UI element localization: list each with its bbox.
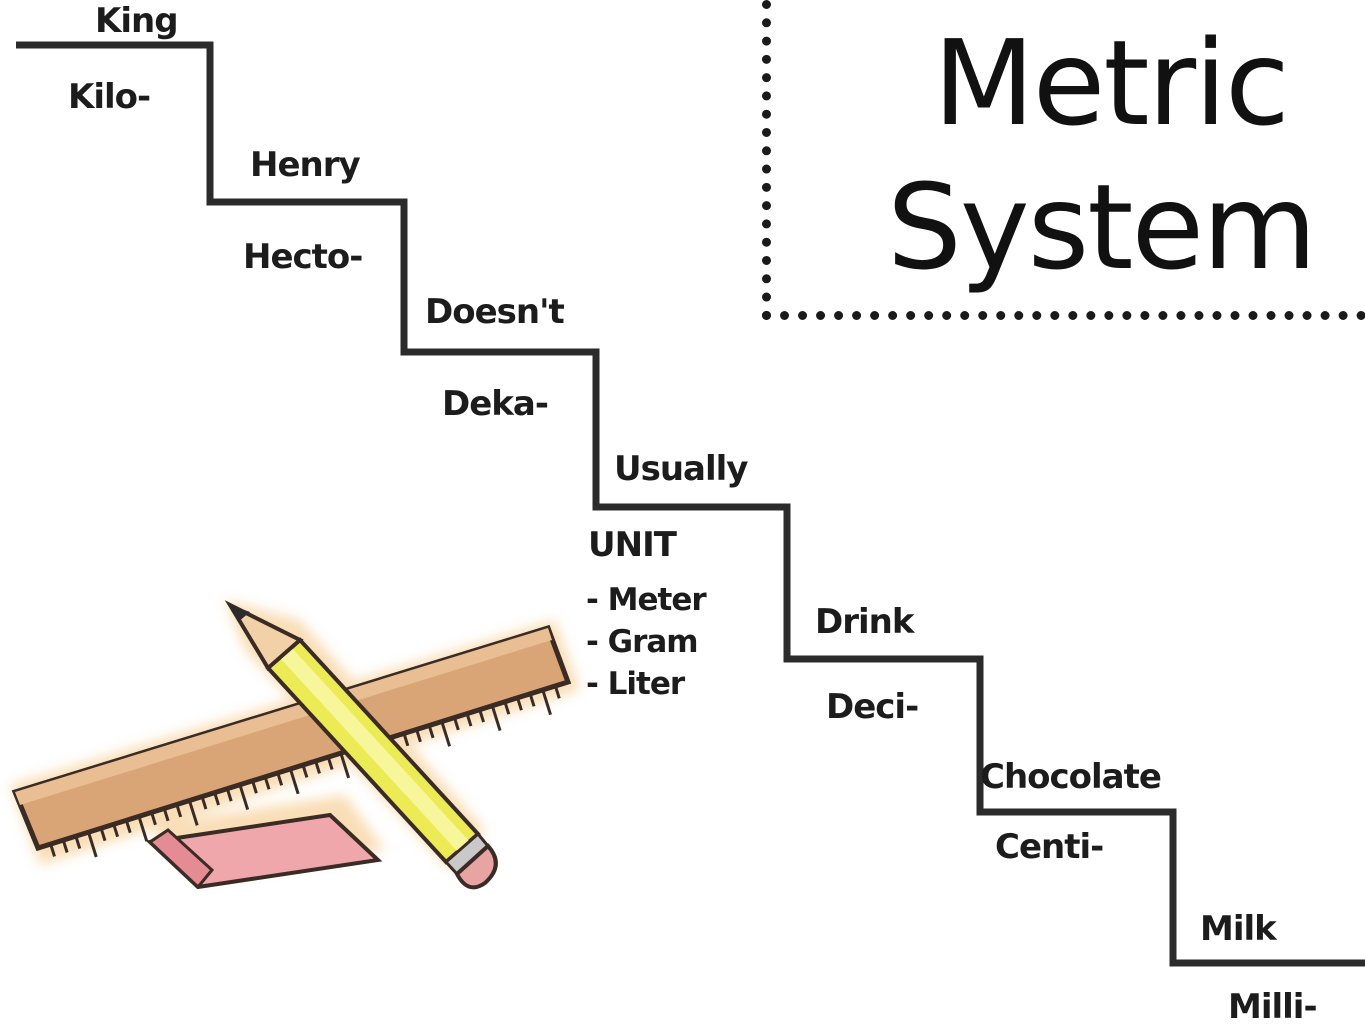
ruler-tick bbox=[263, 776, 271, 790]
ruler-tick bbox=[440, 721, 452, 747]
ruler-tick bbox=[452, 717, 460, 731]
staircase-line bbox=[16, 41, 1365, 967]
title-line-metric: Metric bbox=[933, 14, 1290, 152]
ruler-tick bbox=[288, 768, 300, 795]
ruler-tick bbox=[74, 835, 82, 849]
ruler-tick bbox=[200, 796, 208, 810]
ruler-tick bbox=[112, 823, 120, 838]
ruler-tick bbox=[49, 843, 56, 857]
ruler-tick bbox=[427, 725, 435, 739]
ruler-tick bbox=[528, 693, 536, 707]
step-mnemonic-king: King bbox=[95, 1, 179, 41]
ruler-tick bbox=[553, 685, 561, 699]
step-prefix-milli: Milli- bbox=[1228, 987, 1318, 1027]
ruler-tick bbox=[314, 760, 321, 774]
ruler-tick bbox=[137, 815, 149, 842]
ruler-tick bbox=[175, 804, 183, 818]
unit-meter: - Meter bbox=[586, 582, 707, 618]
step-prefix-hecto: Hecto- bbox=[243, 237, 363, 277]
ruler-tick bbox=[516, 697, 523, 711]
ruler-tick bbox=[541, 689, 552, 716]
title-box: Metric System bbox=[762, 0, 1365, 320]
ruler-tick bbox=[276, 772, 284, 786]
ruler-tick bbox=[87, 831, 98, 858]
step-prefix-kilo: Kilo- bbox=[68, 77, 151, 117]
pencil-icon bbox=[224, 600, 498, 890]
unit-liter: - Liter bbox=[586, 666, 685, 702]
ruler-tick bbox=[402, 732, 410, 747]
ruler-tick bbox=[415, 728, 422, 743]
step-prefix-deci: Deci- bbox=[826, 687, 919, 727]
ruler-tick bbox=[238, 784, 250, 811]
ruler-pencil-eraser-icon bbox=[10, 600, 580, 890]
eraser-icon bbox=[145, 812, 383, 890]
ruler-tick bbox=[162, 808, 170, 822]
step-prefix-deka: Deka- bbox=[442, 384, 549, 424]
ruler-tick bbox=[150, 811, 157, 826]
ruler-tick bbox=[187, 800, 199, 826]
ruler-tick bbox=[503, 701, 511, 715]
step-mnemonic-henry: Henry bbox=[250, 145, 361, 185]
ruler-icon bbox=[11, 624, 572, 858]
ruler-tick bbox=[99, 827, 107, 842]
step-mnemonic-doesnt: Doesn't bbox=[425, 292, 565, 332]
step-mnemonic-milk: Milk bbox=[1200, 909, 1277, 949]
step-prefix-centi: Centi- bbox=[995, 827, 1104, 867]
ruler-tick bbox=[490, 705, 502, 731]
step-mnemonic-chocolate: Chocolate bbox=[980, 757, 1162, 797]
step-mnemonic-drink: Drink bbox=[815, 602, 914, 642]
step-prefix-unit: UNIT bbox=[588, 525, 677, 565]
ruler-tick bbox=[339, 752, 351, 779]
ruler-tick bbox=[465, 713, 473, 727]
ruler-tick bbox=[61, 839, 69, 853]
unit-gram: - Gram bbox=[586, 624, 699, 660]
ruler-tick bbox=[225, 788, 233, 802]
ruler-tick bbox=[251, 780, 258, 794]
title-line-system: System bbox=[887, 158, 1317, 296]
ruler-tick bbox=[301, 764, 309, 778]
ruler-tick bbox=[478, 709, 485, 723]
ruler-tick bbox=[326, 756, 334, 770]
ruler-tick bbox=[124, 819, 132, 834]
step-mnemonic-usually: Usually bbox=[614, 449, 748, 489]
ruler-tick bbox=[213, 792, 220, 806]
